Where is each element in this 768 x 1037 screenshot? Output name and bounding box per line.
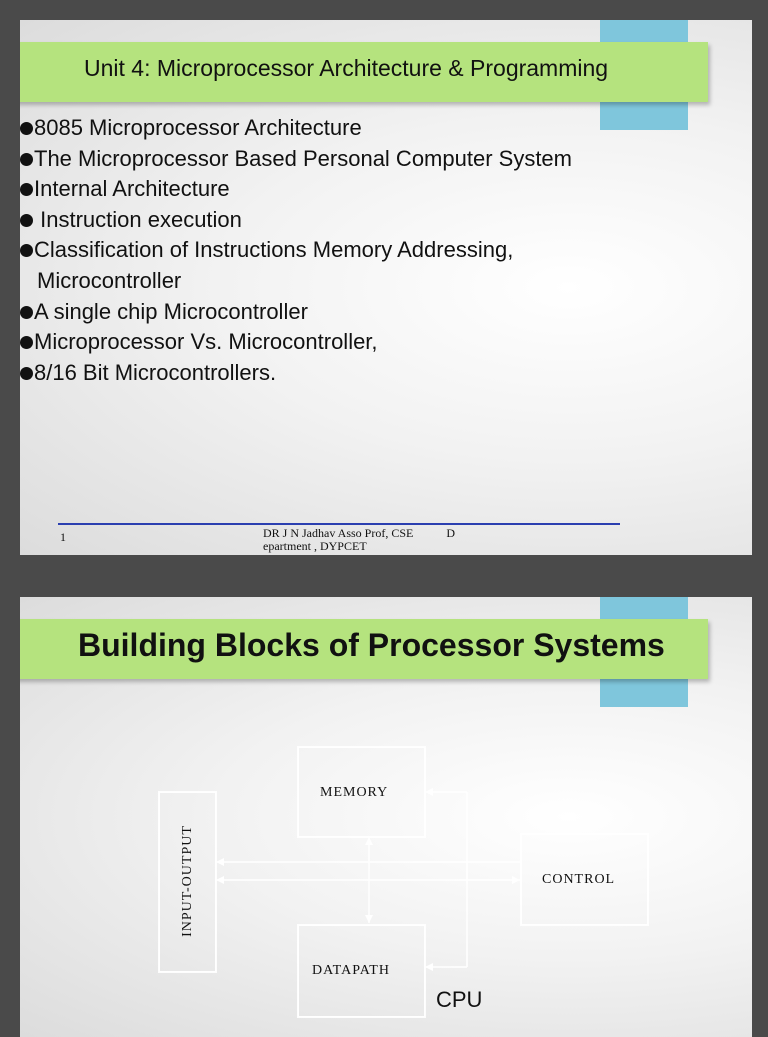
slide-1: Unit 4: Microprocessor Architecture & Pr…	[20, 20, 752, 555]
bullet-icon	[20, 213, 33, 227]
bullet-list: 8085 Microprocessor Architecture The Mic…	[20, 113, 572, 388]
memory-label: MEMORY	[320, 785, 389, 800]
bullet-icon	[20, 244, 33, 258]
input-output-block: INPUT-OUTPUT	[159, 792, 216, 972]
bullet-item: 8/16 Bit Microcontrollers.	[20, 358, 572, 389]
title-bar: Unit 4: Microprocessor Architecture & Pr…	[20, 42, 708, 102]
datapath-label: DATAPATH	[312, 963, 390, 978]
slide-title: Building Blocks of Processor Systems	[78, 627, 665, 663]
bullet-icon	[20, 122, 33, 135]
bullet-item: 8085 Microprocessor Architecture	[20, 113, 572, 144]
cpu-label: CPU	[436, 987, 483, 1012]
bullet-icon	[20, 336, 33, 350]
footer-divider	[58, 523, 620, 525]
bullet-icon	[20, 152, 33, 166]
footer-line-1: DR J N Jadhav Asso Prof, CSE D	[263, 526, 456, 540]
bullet-continuation: Microcontroller	[37, 267, 182, 293]
memory-block: MEMORY	[298, 747, 425, 837]
bullet-icon	[20, 183, 33, 197]
bullet-icon	[20, 366, 33, 380]
bullet-icon	[20, 305, 33, 319]
control-label: CONTROL	[542, 872, 616, 887]
bullet-item: Internal Architecture	[20, 174, 572, 205]
footer-line-2: epartment , DYPCET	[263, 539, 367, 553]
control-block: CONTROL	[521, 834, 648, 925]
slide-2: Building Blocks of Processor Systems	[20, 597, 752, 1037]
bullet-item: Classification of Instructions Memory Ad…	[20, 235, 572, 296]
connector-lines	[216, 788, 520, 971]
bullet-item: Microprocessor Vs. Microcontroller,	[20, 327, 572, 358]
title-bar: Building Blocks of Processor Systems	[20, 619, 708, 679]
slide-title: Unit 4: Microprocessor Architecture & Pr…	[84, 55, 609, 81]
page-number: 1	[60, 530, 66, 544]
bullet-item: A single chip Microcontroller	[20, 297, 572, 328]
datapath-block: DATAPATH	[298, 925, 425, 1017]
bullet-item: Instruction execution	[20, 205, 572, 236]
bullet-item: The Microprocessor Based Personal Comput…	[20, 144, 572, 175]
input-output-label: INPUT-OUTPUT	[180, 825, 195, 937]
